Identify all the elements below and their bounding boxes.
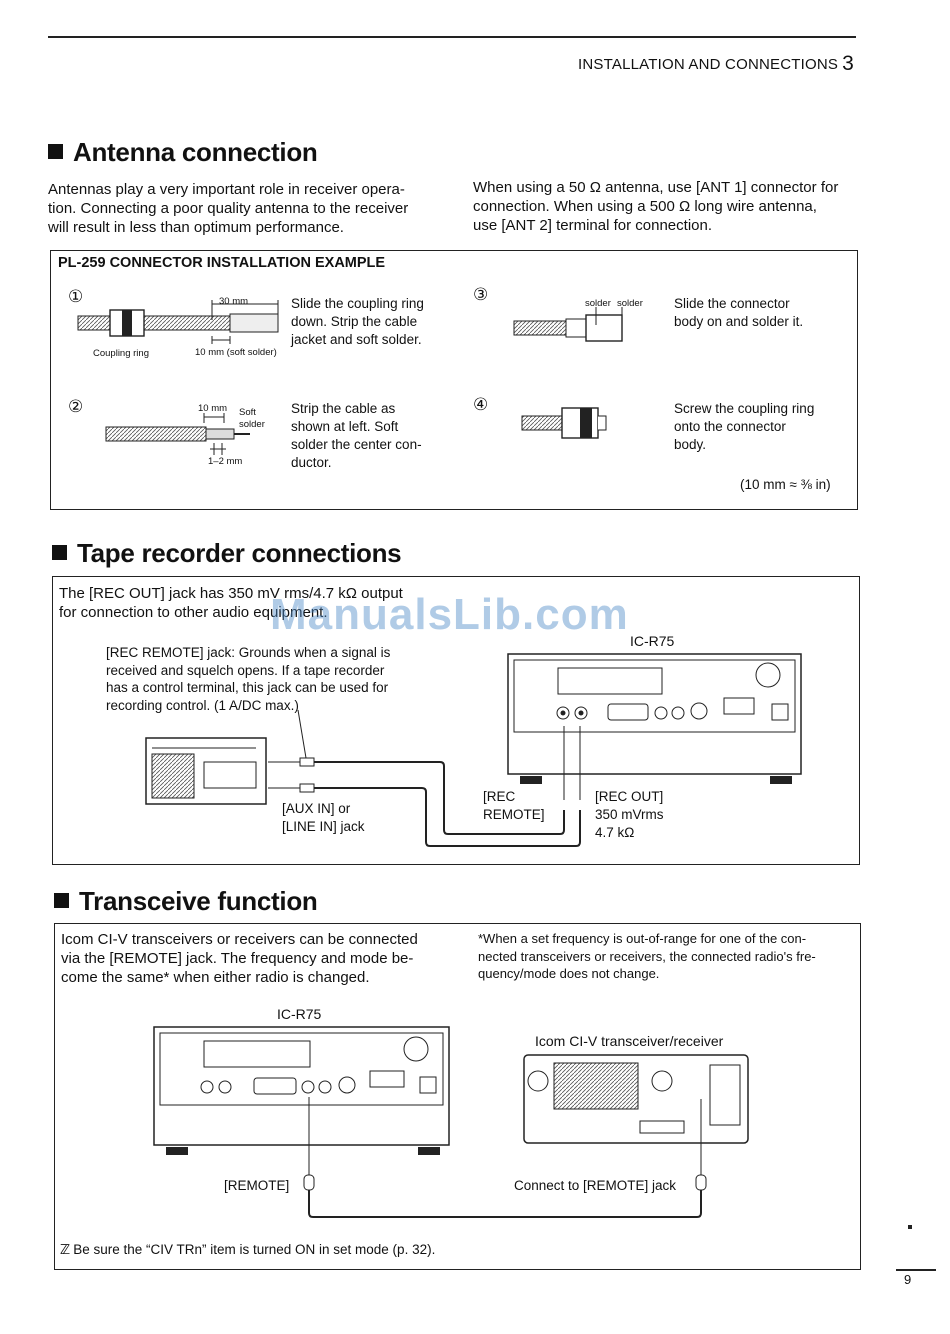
step1-label-coupling: Coupling ring	[93, 348, 149, 359]
transceive-intro: Icom CI-V transceivers or receivers can …	[61, 931, 418, 986]
antenna-heading: Antenna connection	[48, 137, 318, 168]
tape-heading: Tape recorder connections	[52, 538, 402, 569]
step1-number: ①	[68, 287, 84, 306]
chapter-number: 3	[842, 52, 854, 75]
transceive-radio-label: IC-R75	[277, 1006, 322, 1022]
step3-label-solder2: solder	[617, 298, 643, 309]
step3-label-solder1: solder	[585, 298, 611, 309]
heading-bullet-icon	[54, 893, 69, 908]
step2-label-solder: solder	[239, 419, 265, 430]
step3-number: ③	[473, 285, 489, 304]
rec-remote-desc: [REC REMOTE] jack: Grounds when a signal…	[106, 645, 391, 713]
heading-bullet-icon	[52, 545, 67, 560]
note-icon: ℤ	[60, 1242, 71, 1257]
transceive-heading: Transceive function	[54, 886, 318, 917]
tape-box	[52, 576, 860, 865]
header-rule	[48, 36, 856, 38]
step1-label-10mm: 10 mm (soft solder)	[195, 347, 277, 358]
step2-label-soft: Soft	[239, 407, 256, 418]
transceive-footnote: *When a set frequency is out-of-range fo…	[478, 931, 816, 981]
step2-label-10mm: 10 mm	[198, 403, 228, 414]
antenna-intro-right: When using a 50 Ω antenna, use [ANT 1] c…	[473, 179, 839, 234]
tape-diagram	[145, 653, 802, 847]
antenna-intro-left: Antennas play a very important role in r…	[48, 181, 409, 236]
step3-diagram	[513, 307, 623, 342]
step4-number: ④	[473, 395, 489, 414]
step4-diagram	[521, 407, 607, 439]
other-radio-label: Icom CI-V transceiver/receiver	[535, 1033, 724, 1049]
transceive-diagram	[153, 1026, 749, 1218]
transceive-box	[54, 923, 861, 1270]
pl259-title: PL-259 CONNECTOR INSTALLATION EXAMPLE	[58, 255, 386, 271]
step2-diagram	[105, 413, 250, 455]
footer-rule	[896, 1269, 936, 1271]
margin-mark	[908, 1225, 912, 1229]
watermark: ManualsLib.com	[270, 590, 629, 639]
conversion-note: (10 mm ≈ ⅜ in)	[740, 477, 831, 492]
section-title: INSTALLATION AND CONNECTIONS	[578, 56, 839, 73]
page-number: 9	[904, 1272, 912, 1287]
aux-in-label: [AUX IN] or[LINE IN] jack	[282, 801, 365, 834]
heading-bullet-icon	[48, 144, 63, 159]
step2-label-1-2mm: 1–2 mm	[208, 456, 243, 467]
tape-radio-label: IC-R75	[630, 633, 675, 649]
connect-remote-label: Connect to [REMOTE] jack	[514, 1178, 677, 1193]
tape-intro: The [REC OUT] jack has 350 mV rms/4.7 kΩ…	[59, 585, 403, 621]
step1-label-30mm: 30 mm	[219, 296, 249, 307]
step2-number: ②	[68, 397, 84, 416]
step1-diagram	[77, 300, 279, 344]
remote-label: [REMOTE]	[224, 1178, 290, 1193]
pl259-box	[50, 250, 858, 510]
